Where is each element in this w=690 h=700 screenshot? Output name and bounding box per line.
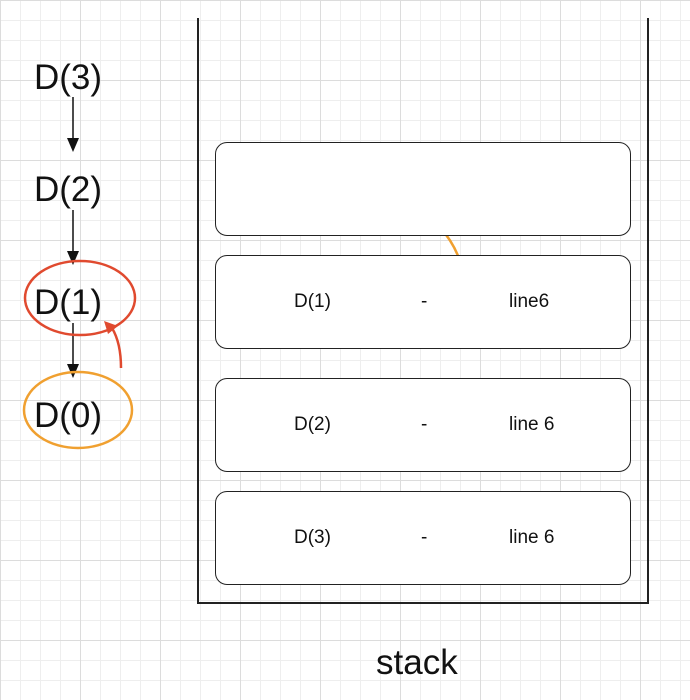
stack-frame-d1: D(1) - line6 (215, 255, 631, 349)
call-label-d3: D(3) (34, 58, 103, 97)
frame-line: line6 (509, 291, 550, 312)
call-arrow-d1-d0 (67, 323, 79, 378)
frame-separator: - (421, 527, 428, 548)
frame-call: D(2) (294, 414, 331, 435)
call-label-d0: D(0) (34, 396, 103, 435)
stack-label: stack (376, 643, 458, 682)
call-label-d1: D(1) (34, 283, 103, 322)
call-label-d2: D(2) (34, 170, 103, 209)
call-arrow-d3-d2 (67, 97, 79, 152)
frame-line: line 6 (509, 414, 555, 435)
return-arrow (104, 321, 123, 369)
frame-line: line 6 (509, 527, 555, 548)
call-arrow-d2-d1 (67, 210, 79, 265)
frame-call: D(1) (294, 291, 331, 312)
stack-frame-d3: D(3) - line 6 (215, 491, 631, 585)
stack-frame-d2: D(2) - line 6 (215, 378, 631, 472)
stack-container (197, 18, 649, 604)
frame-separator: - (421, 291, 428, 312)
stack-frame-top-empty (215, 142, 631, 236)
frame-call: D(3) (294, 527, 331, 548)
frame-separator: - (421, 414, 428, 435)
